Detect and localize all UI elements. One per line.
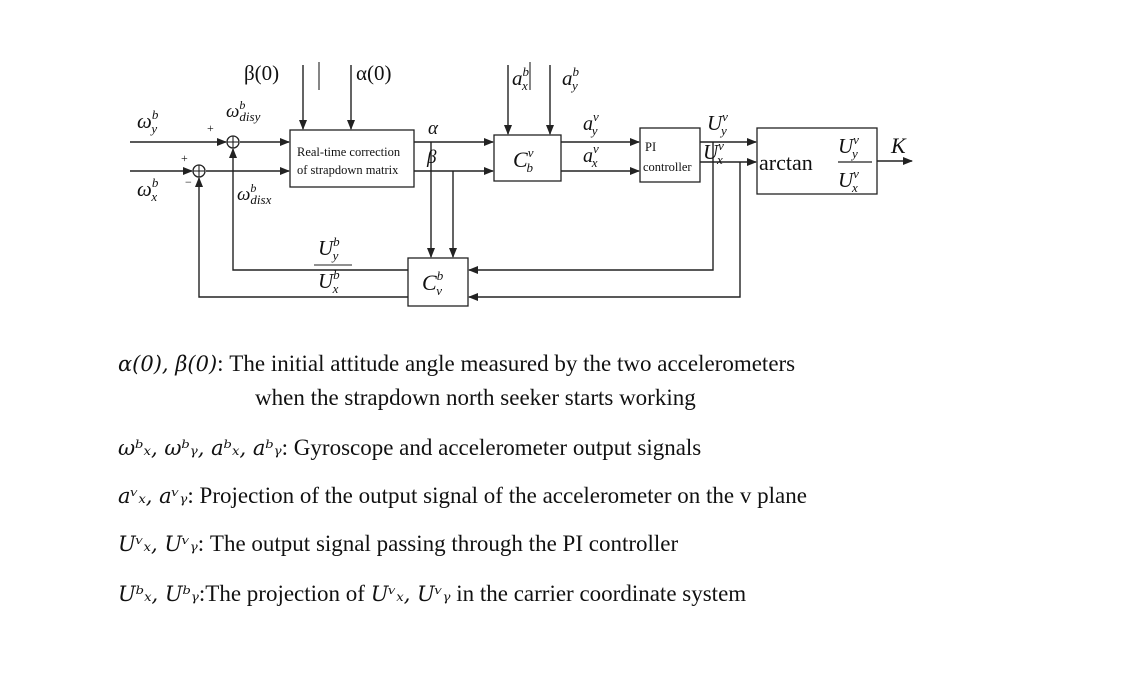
legend-entry-projection-v: aᵛₓ, aᵛᵧ: Projection of the output signa… <box>118 482 807 510</box>
u-y-b-feedback-wire <box>229 148 408 271</box>
u-x-b-feedback-wire <box>195 177 408 298</box>
k-output-label: K <box>890 133 907 158</box>
sum-x-plus-sign: + <box>181 151 188 165</box>
sum-x-minus-sign: − <box>185 175 192 189</box>
legend-entry-pi-output: Uᵛₓ, Uᵛᵧ: The output signal passing thro… <box>118 530 678 558</box>
alpha-label: α <box>428 118 439 139</box>
legend-text-initial-attitude: : The initial attitude angle measured by… <box>217 351 796 376</box>
sum-junction-y <box>226 135 240 149</box>
beta-label: β <box>426 147 437 168</box>
legend-symbols-u-v: Uᵛₓ, Uᵛᵧ <box>118 532 198 556</box>
legend-symbols-u-b: Uᵇₓ, Uᵇᵧ <box>118 582 199 606</box>
legend-symbols-sensor: ωᵇₓ, ωᵇᵧ, aᵇₓ, aᵇᵧ <box>118 436 282 460</box>
alpha0-label: α(0) <box>356 61 392 85</box>
legend-symbols-a-v: aᵛₓ, aᵛᵧ <box>118 484 188 508</box>
legend-text-pi-output: : The output signal passing through the … <box>197 531 679 556</box>
legend-entry-carrier-projection: Uᵇₓ, Uᵇᵧ:The projection of Uᵛₓ, Uᵛᵧ in t… <box>118 580 746 608</box>
legend-text-projection-v: : Projection of the output signal of the… <box>187 483 807 508</box>
beta0-label: β(0) <box>244 61 279 85</box>
legend-entry-sensor-outputs: ωᵇₓ, ωᵇᵧ, aᵇₓ, aᵇᵧ: Gyroscope and accele… <box>118 434 701 462</box>
sum-y-plus-sign: + <box>207 121 214 135</box>
pi-controller-block: PI controller <box>639 127 701 183</box>
u-x-v-feedback-wire <box>468 162 741 301</box>
correction-block: Real-time correction of strapdown matrix <box>289 129 415 188</box>
pi-label-2: controller <box>643 160 692 174</box>
block-diagram: Real-time correction of strapdown matrix… <box>130 61 913 307</box>
arctan-label: arctan <box>759 150 813 175</box>
legend-text-carrier-1: :The projection of <box>198 581 371 606</box>
legend-text-sensor-outputs: : Gyroscope and accelerometer output sig… <box>281 435 702 460</box>
correction-block-label-1: Real-time correction <box>297 145 401 159</box>
legend-entry-initial-attitude: α(0), β(0): The initial attitude angle m… <box>118 350 796 410</box>
u-y-v-feedback-wire <box>468 142 714 274</box>
legend-symbols-alpha-beta: α(0), β(0) <box>118 352 218 376</box>
sum-junction-x <box>192 164 206 178</box>
legend-text-initial-attitude-cont: when the strapdown north seeker starts w… <box>255 385 696 410</box>
legend-text-carrier-2: in the carrier coordinate system <box>450 581 747 606</box>
pi-label-1: PI <box>645 140 656 154</box>
legend-symbols-u-v-inline: Uᵛₓ, Uᵛᵧ <box>370 582 451 606</box>
correction-block-label-2: of strapdown matrix <box>297 163 399 177</box>
